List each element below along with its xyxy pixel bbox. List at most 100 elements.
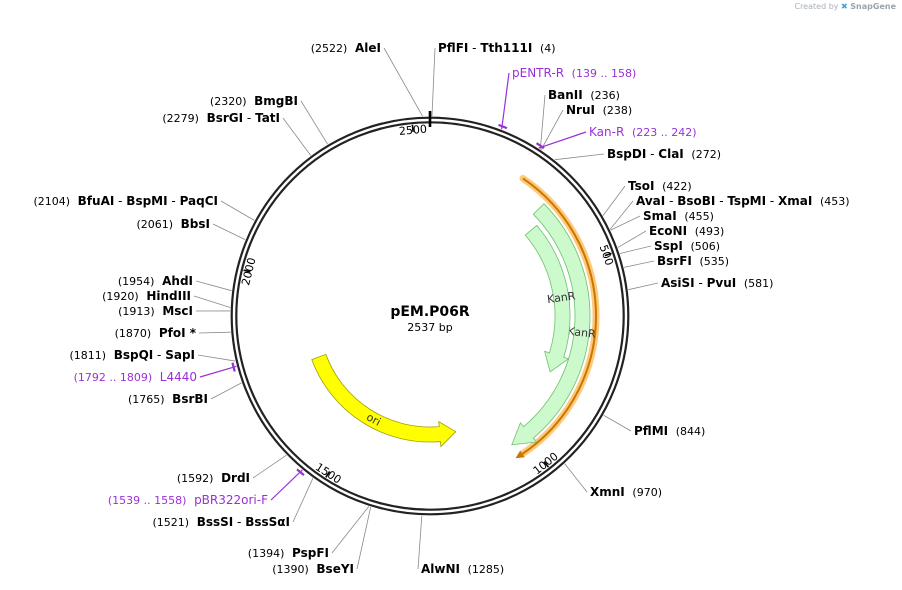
feature-label-ori: ori	[364, 410, 383, 428]
site-name: pBR322ori-F	[194, 493, 268, 507]
enzyme-label: (1521) BssSI - BssSαI	[152, 515, 290, 529]
site-position: (506)	[690, 240, 720, 253]
site-position: (2279)	[162, 112, 199, 125]
site-name: BspQI	[114, 348, 154, 362]
primer-binding-mark	[231, 362, 236, 372]
site-position: (422)	[662, 180, 692, 193]
name-separator: -	[168, 194, 180, 208]
site-name: XmaI	[778, 194, 812, 208]
leader-line	[501, 72, 510, 130]
label-gap	[155, 304, 163, 318]
enzyme-label: (2279) BsrGI - TatI	[162, 111, 280, 125]
primer-label: (1539 .. 1558) pBR322ori-F	[108, 493, 268, 507]
site-name: SspI	[654, 239, 683, 253]
leader-line	[609, 200, 634, 230]
site-name: TatI	[255, 111, 280, 125]
primer-label: pENTR-R (139 .. 158)	[512, 66, 636, 80]
leader-line	[252, 454, 287, 479]
label-gap	[151, 326, 159, 340]
feature-kanr-outer	[511, 203, 591, 446]
label-gap	[309, 562, 317, 576]
enzyme-label: TsoI (422)	[628, 179, 692, 193]
name-separator: -	[646, 147, 658, 161]
site-name: PflMI	[634, 424, 668, 438]
label-gap	[683, 239, 691, 253]
site-name: Tth111I	[480, 41, 532, 55]
label-gap	[173, 217, 181, 231]
label-gap	[347, 41, 355, 55]
enzyme-label: BspDI - ClaI (272)	[607, 147, 721, 161]
tick-label: 2500	[398, 123, 427, 139]
enzyme-label: EcoNI (493)	[649, 224, 724, 238]
label-gap	[139, 289, 147, 303]
tick-mark	[325, 470, 331, 478]
label-gap	[687, 224, 695, 238]
site-name: PfoI *	[159, 326, 197, 340]
label-gap	[154, 274, 162, 288]
snapgene-credit: Created by ✖ SnapGene	[794, 2, 896, 11]
leader-line	[212, 223, 246, 240]
leader-line	[540, 109, 564, 150]
enzyme-label: SspI (506)	[654, 239, 720, 253]
tick-mark	[543, 461, 550, 468]
feature-label-kanr-inner: KanR	[546, 289, 576, 306]
leader-line	[564, 463, 588, 493]
site-name: PspFI	[292, 546, 329, 560]
site-position: (1954)	[118, 275, 155, 288]
leader-line	[292, 477, 314, 523]
label-gap	[165, 392, 173, 406]
label-gap	[624, 125, 632, 139]
leader-line	[220, 200, 255, 221]
label-gap	[595, 103, 603, 117]
leader-line	[610, 215, 641, 231]
tick-label: 1000	[531, 450, 561, 478]
site-position: (1390)	[272, 563, 309, 576]
leader-line	[331, 506, 370, 554]
site-position: (1913)	[118, 305, 155, 318]
enzyme-label: BanII (236)	[548, 88, 620, 102]
leader-line	[417, 515, 423, 570]
enzyme-label: (1592) DrdI	[177, 471, 250, 485]
site-name: SapI	[165, 348, 195, 362]
name-separator: -	[715, 194, 727, 208]
primer-binding-mark	[535, 142, 545, 150]
site-name: BsrFI	[657, 254, 692, 268]
site-name: TspMI	[727, 194, 766, 208]
site-name: XmnI	[590, 485, 625, 499]
tick-mark	[411, 124, 414, 132]
label-gap	[189, 515, 197, 529]
name-separator: -	[695, 276, 707, 290]
site-name: BssSI	[197, 515, 234, 529]
site-name: ClaI	[658, 147, 683, 161]
leader-line	[270, 469, 303, 501]
enzyme-label: AlwNI (1285)	[421, 562, 504, 576]
primer-binding-mark	[296, 468, 305, 476]
label-gap	[213, 471, 221, 485]
label-gap	[684, 147, 692, 161]
site-position: (1811)	[69, 349, 106, 362]
orf-arrow-head	[515, 450, 525, 459]
site-position: (844)	[676, 425, 706, 438]
label-gap	[199, 111, 207, 125]
site-name: AsiSI	[661, 276, 695, 290]
site-position: (493)	[695, 225, 725, 238]
leader-line	[431, 47, 436, 117]
site-name: PflFI	[438, 41, 468, 55]
enzyme-label: PflFI - Tth111I (4)	[438, 41, 556, 55]
site-position: (223 .. 242)	[632, 126, 697, 139]
enzyme-label: (1811) BspQI - SapI	[69, 348, 195, 362]
site-position: (2320)	[210, 95, 247, 108]
site-position: (1870)	[115, 327, 152, 340]
label-gap	[564, 66, 572, 80]
enzyme-label: (1394) PspFI	[248, 546, 329, 560]
site-name: TsoI	[628, 179, 654, 193]
site-name: EcoNI	[649, 224, 687, 238]
leader-line	[195, 280, 232, 292]
orf-arc	[521, 177, 597, 455]
leader-lines	[193, 47, 659, 570]
label-gap	[152, 370, 160, 384]
leader-line	[210, 382, 242, 400]
leader-line	[602, 185, 626, 216]
site-position: (272)	[691, 148, 721, 161]
